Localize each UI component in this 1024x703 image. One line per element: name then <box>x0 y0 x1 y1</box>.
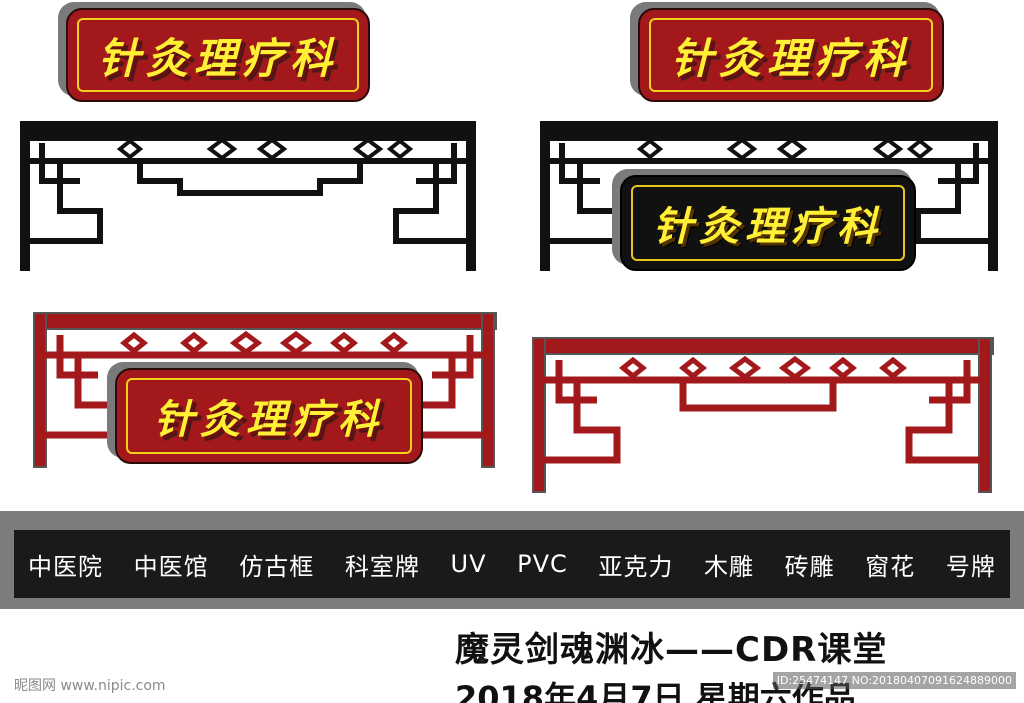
sign-inner-border: 针灸理疗科 <box>649 18 933 92</box>
banner-item: 木雕 <box>704 552 755 581</box>
lattice-frame-black-right <box>540 121 998 271</box>
banner-item: 砖雕 <box>784 552 835 581</box>
sign-board: 针灸理疗科 <box>620 175 916 271</box>
sign-top-left: 针灸理疗科 <box>58 2 370 102</box>
lattice-frame-drawing <box>20 121 476 271</box>
sign-inner-border: 针灸理疗科 <box>126 378 412 454</box>
banner-item: 亚克力 <box>598 552 674 581</box>
sign-text: 针灸理疗科 <box>670 33 911 83</box>
banner-item: PVC <box>517 550 568 578</box>
site-watermark: 昵图网 www.nipic.com <box>14 678 166 694</box>
sign-board: 针灸理疗科 <box>66 8 370 102</box>
banner-item: 窗花 <box>865 552 916 581</box>
banner-item: 仿古框 <box>239 552 315 581</box>
sign-board: 针灸理疗科 <box>638 8 944 102</box>
sign-text: 针灸理疗科 <box>154 396 384 443</box>
lattice-frame-black-left <box>20 121 476 271</box>
lattice-frame-drawing <box>532 337 994 493</box>
sign-red-in-frame: 针灸理疗科 <box>107 362 423 464</box>
sign-board: 针灸理疗科 <box>115 368 423 464</box>
author-line: 魔灵剑魂渊冰——CDR课堂 <box>455 630 888 670</box>
lattice-frame-drawing <box>540 121 998 271</box>
sign-text: 针灸理疗科 <box>97 33 338 83</box>
lattice-frame-red-left <box>33 312 497 469</box>
banner-item: UV <box>450 550 487 578</box>
banner-item: 号牌 <box>945 552 996 581</box>
sign-black-in-frame: 针灸理疗科 <box>612 169 916 271</box>
banner-item: 中医馆 <box>133 552 209 581</box>
lattice-frame-drawing <box>33 312 497 468</box>
sign-text: 针灸理疗科 <box>653 203 883 250</box>
sign-inner-border: 针灸理疗科 <box>631 185 905 261</box>
banner-item: 中医院 <box>28 552 103 581</box>
banner-item: 科室牌 <box>344 552 420 581</box>
sign-inner-border: 针灸理疗科 <box>77 18 359 92</box>
banner-keywords: 中医院 中医馆 仿古框 科室牌 UV PVC 亚克力 木雕 砖雕 窗花 号牌 <box>14 530 1010 598</box>
lattice-frame-red-right <box>532 337 995 494</box>
date-line: 2018年4月7日 星期六作品 <box>455 680 856 703</box>
sign-top-right: 针灸理疗科 <box>630 2 944 102</box>
image-id-mark: ID:25474147 NO:20180407091624889000 <box>772 672 1016 689</box>
